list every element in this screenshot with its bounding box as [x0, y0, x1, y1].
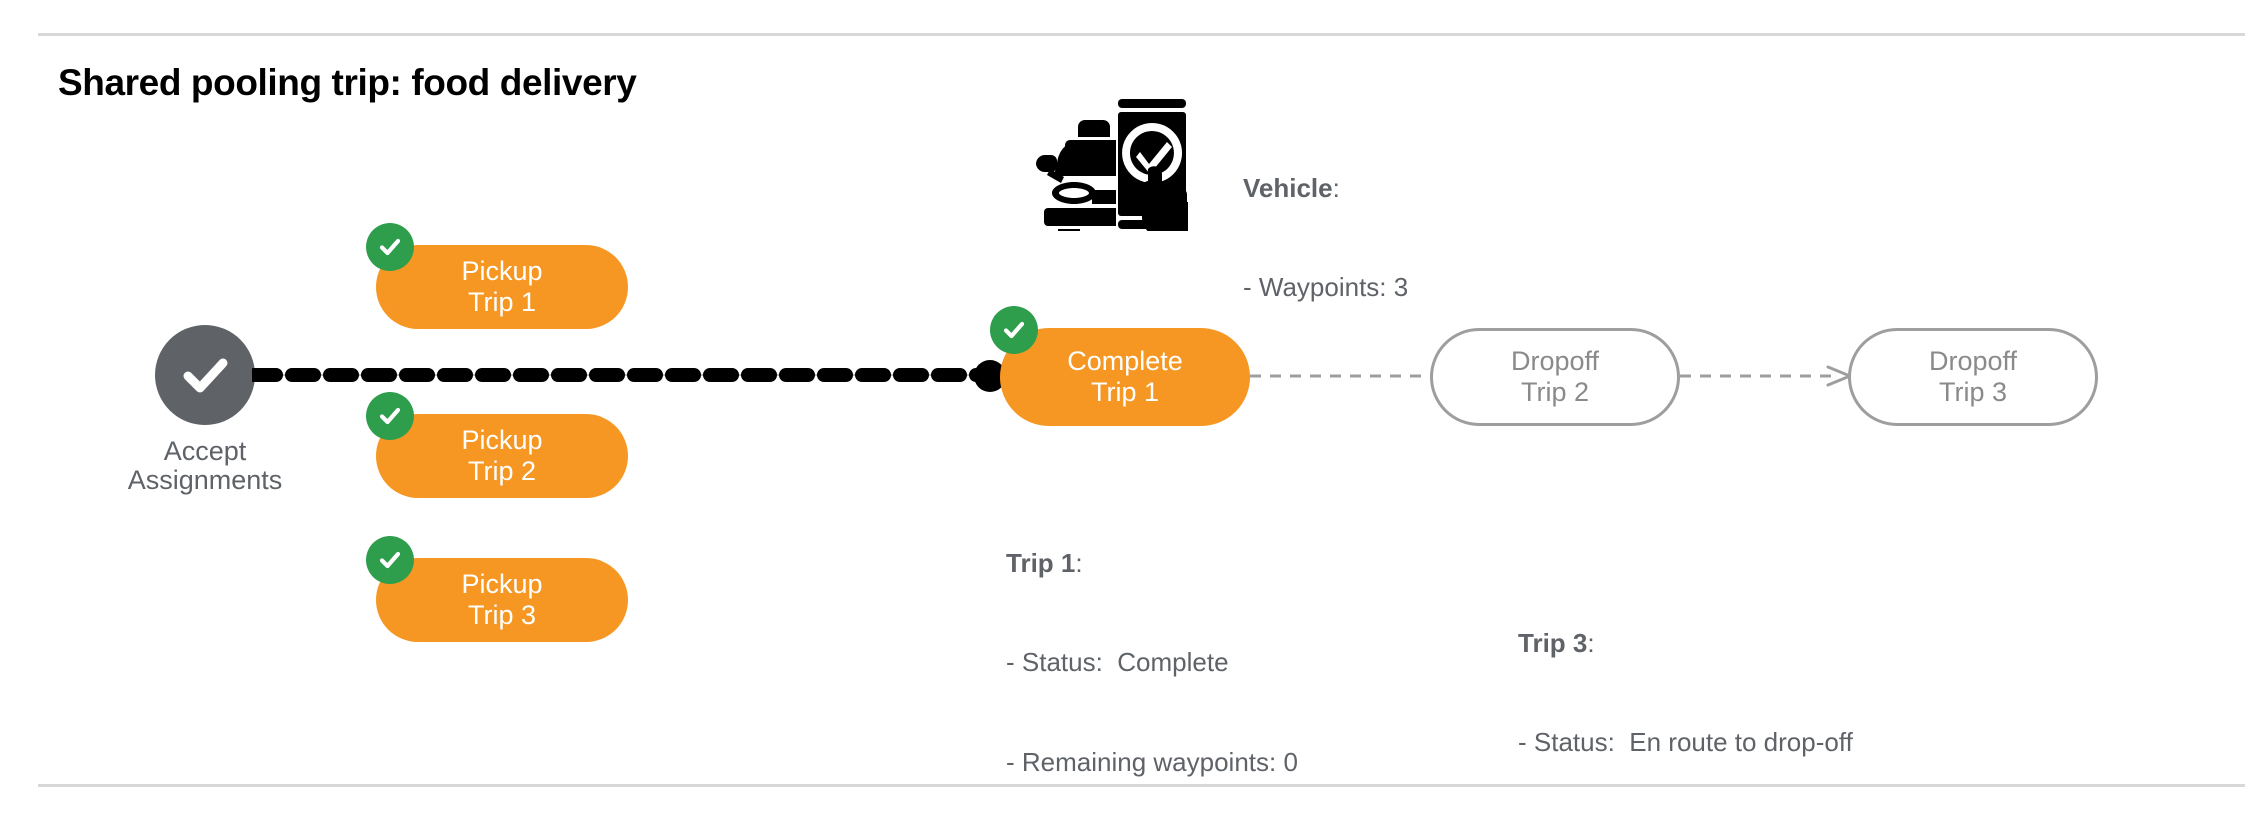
check-circle-icon: [155, 325, 255, 425]
pickup-trip-1-line1: Pickup: [461, 255, 543, 286]
trip-1-heading-suffix: :: [1075, 547, 1083, 578]
dropoff-trip-3-node[interactable]: Dropoff Trip 3: [1848, 328, 2098, 426]
accept-label-line2: Assignments: [127, 465, 283, 496]
dropoff2-to-dropoff3-connector: [1680, 362, 1852, 390]
pickup-trip-2-node[interactable]: Pickup Trip 2: [366, 392, 628, 498]
bottom-divider: [38, 784, 2245, 787]
dropoff-trip-2-line2: Trip 2: [1520, 377, 1589, 407]
pickup-trip-2-line1: Pickup: [461, 424, 543, 455]
vehicle-heading-text: Vehicle: [1243, 172, 1333, 203]
complete-to-dropoff2-connector: [1250, 362, 1434, 390]
complete-trip-1-node[interactable]: Complete Trip 1: [990, 306, 1250, 426]
dropoff-trip-2-node[interactable]: Dropoff Trip 2: [1430, 328, 1680, 426]
accept-label-line1: Accept: [163, 436, 247, 466]
car-phone-check-icon: [1030, 86, 1188, 231]
trip-3-info-block: Trip 3: - Status: En route to drop-off -…: [1518, 560, 1853, 825]
trip-3-status: - Status: En route to drop-off: [1518, 727, 1853, 758]
dropoff-trip-3-line2: Trip 3: [1938, 377, 2007, 407]
trip-1-heading-text: Trip 1: [1006, 547, 1076, 578]
vehicle-info-heading: Vehicle:: [1243, 172, 1408, 205]
check-badge-icon: [366, 392, 414, 440]
check-badge-icon: [366, 536, 414, 584]
vehicle-info-block: Vehicle: - Waypoints: 3: [1243, 105, 1408, 371]
pickup-trip-3-node[interactable]: Pickup Trip 3: [366, 536, 628, 642]
pickup-trip-1-node[interactable]: Pickup Trip 1: [366, 223, 628, 329]
vehicle-waypoints-text: - Waypoints: 3: [1243, 272, 1409, 303]
trip-3-heading-text: Trip 3: [1518, 627, 1588, 658]
pickup-trip-3-line2: Trip 3: [467, 600, 536, 630]
trip-1-2-info-block: Trip 1: - Status: Complete - Remaining w…: [1006, 480, 1341, 825]
accept-to-complete-connector: [247, 367, 1017, 383]
pickup-trip-3-line1: Pickup: [461, 568, 543, 599]
trip-1-status: - Status: Complete: [1006, 647, 1229, 678]
dropoff-trip-2-line1: Dropoff: [1510, 345, 1600, 376]
pickup-trip-2-line2: Trip 2: [467, 456, 536, 486]
trip-1-heading: Trip 1:: [1006, 547, 1341, 580]
trip-3-heading: Trip 3:: [1518, 627, 1853, 660]
complete-trip-1-line1: Complete: [1067, 345, 1183, 376]
pickup-trip-1-line2: Trip 1: [467, 287, 536, 317]
trip-3-heading-suffix: :: [1587, 627, 1595, 658]
check-badge-icon: [366, 223, 414, 271]
page-title: Shared pooling trip: food delivery: [58, 62, 637, 103]
complete-trip-1-line2: Trip 1: [1090, 377, 1159, 407]
accept-assignments-label: Accept Assignments: [95, 436, 315, 496]
trip-1-waypoints: - Remaining waypoints: 0: [1006, 747, 1298, 778]
dropoff-trip-3-line1: Dropoff: [1928, 345, 2018, 376]
vehicle-heading-suffix: :: [1332, 172, 1340, 203]
check-badge-icon: [990, 306, 1038, 354]
top-divider: [38, 33, 2245, 36]
accept-assignments-node[interactable]: Accept Assignments: [128, 325, 282, 495]
